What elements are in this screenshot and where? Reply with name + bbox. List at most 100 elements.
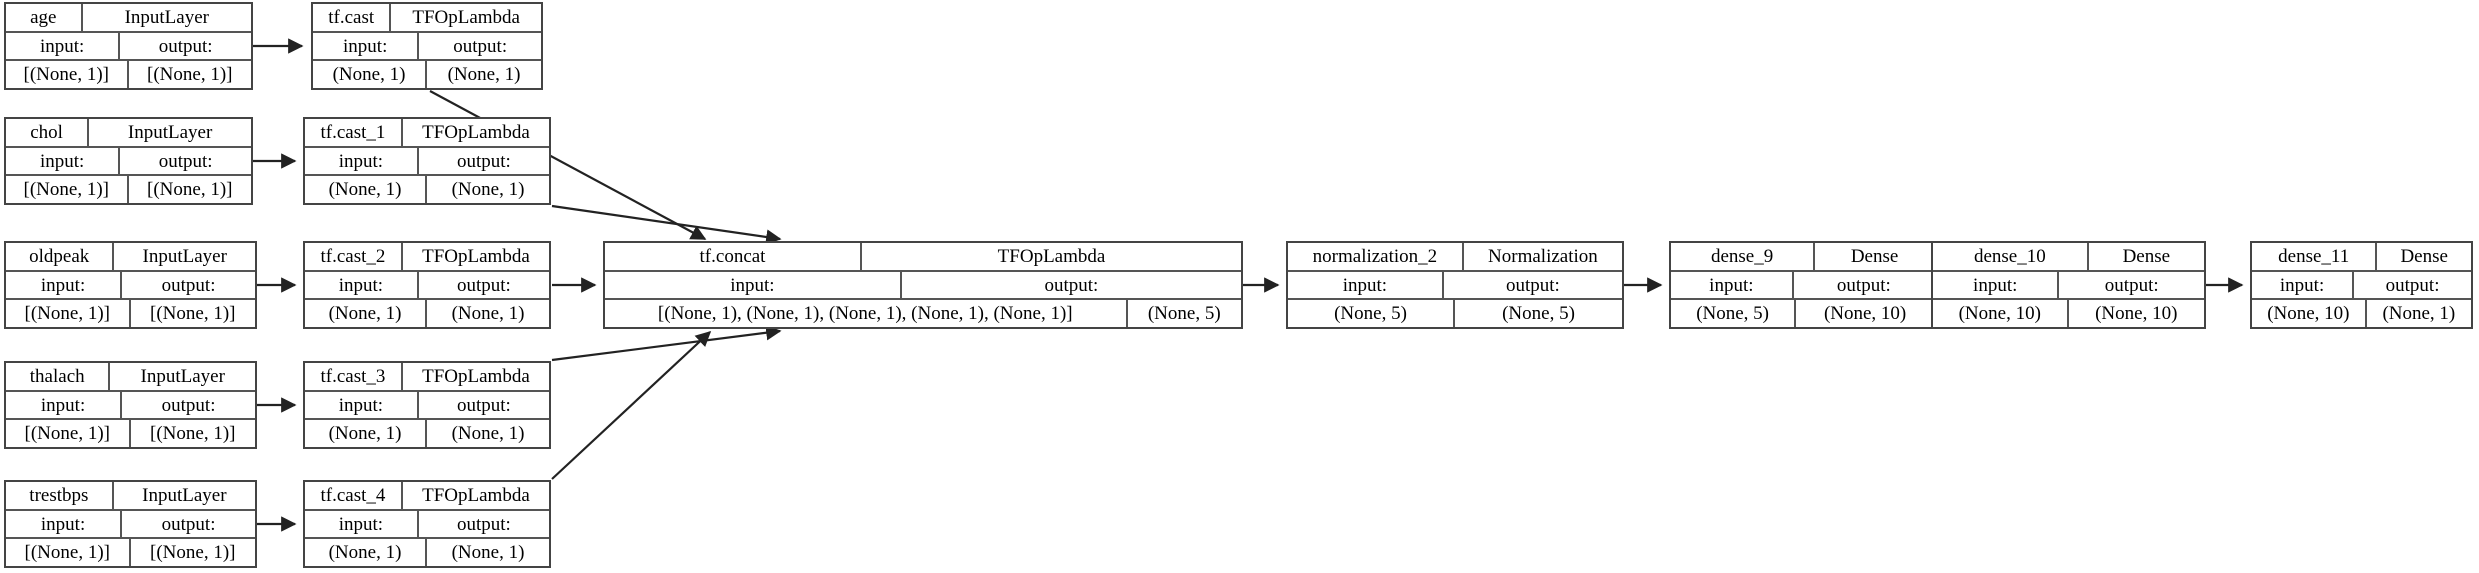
layer-name: tf.cast_1: [305, 119, 403, 146]
input-label: input:: [605, 271, 902, 299]
layer-node-dense_10: dense_10 Dense input: output: (None, 10) (Non…: [1931, 241, 2206, 329]
input-shape: [(None, 1)]: [6, 61, 129, 89]
layer-class: TFOpLambda: [997, 245, 1106, 267]
input-label: input:: [305, 147, 419, 175]
layer-class: Dense: [2122, 245, 2171, 267]
layer-class: TFOpLambda: [412, 6, 520, 28]
layer-class: Normalization: [1488, 245, 1598, 267]
layer-class: Dense: [1850, 245, 1899, 267]
layer-node-oldpeak: oldpeak InputLayer input: output: [(None, 1)…: [4, 241, 257, 329]
output-shape: (None, 1): [451, 542, 525, 564]
layer-name: tf.cast_2: [305, 243, 403, 270]
layer-name: normalization_2: [1288, 243, 1464, 270]
edge-tf_cast_3-to-tf_concat: [551, 325, 782, 362]
input-label: input:: [1933, 271, 2060, 299]
layer-name: tf.cast_4: [305, 482, 403, 509]
input-shape: [(None, 1)]: [6, 420, 131, 448]
layer-node-trestbps: trestbps InputLayer input: output: [(None, 1…: [4, 480, 257, 568]
output-shape: [(None, 1)]: [147, 64, 233, 86]
layer-class: InputLayer: [140, 365, 225, 387]
output-label: output:: [158, 150, 213, 172]
layer-name: chol: [6, 119, 90, 146]
input-label: input:: [6, 147, 121, 175]
input-shape: (None, 1): [313, 61, 427, 89]
input-shape: [(None, 1)]: [6, 539, 131, 567]
output-label: output:: [161, 394, 216, 416]
layer-node-dense_11: dense_11 Dense input: output: (None, 10) (Non…: [2250, 241, 2473, 329]
output-label: output:: [2104, 274, 2159, 296]
output-label: output:: [158, 35, 213, 57]
input-shape: (None, 1): [305, 420, 427, 448]
input-shape: (None, 1): [305, 539, 427, 567]
output-label: output:: [457, 274, 511, 296]
output-label: output:: [161, 513, 216, 535]
input-label: input:: [6, 391, 123, 419]
input-shape: (None, 10): [2252, 300, 2367, 328]
input-shape: [(None, 1), (None, 1), (None, 1), (None,…: [605, 300, 1128, 328]
output-label: output:: [457, 394, 511, 416]
output-shape: [(None, 1)]: [150, 542, 236, 564]
output-shape: [(None, 1)]: [150, 423, 236, 445]
output-shape: [(None, 1)]: [150, 303, 236, 325]
layer-class: InputLayer: [142, 484, 227, 506]
output-shape: (None, 5): [1502, 303, 1575, 325]
layer-name: tf.cast: [313, 4, 392, 31]
output-shape: (None, 1): [451, 179, 525, 201]
input-label: input:: [305, 510, 419, 538]
output-shape: (None, 1): [451, 303, 525, 325]
layer-name: oldpeak: [6, 243, 115, 270]
output-shape: [(None, 1)]: [147, 179, 233, 201]
output-label: output:: [1505, 274, 1560, 296]
layer-name: trestbps: [6, 482, 114, 509]
output-label: output:: [457, 513, 511, 535]
output-shape: (None, 1): [2382, 303, 2456, 325]
layer-class: InputLayer: [124, 6, 209, 28]
input-label: input:: [1671, 271, 1794, 299]
output-shape: (None, 10): [1823, 303, 1907, 325]
edge-tf_cast_1-to-tf_concat: [551, 204, 782, 245]
output-label: output:: [1836, 274, 1891, 296]
output-label: output:: [161, 274, 216, 296]
input-shape: [(None, 1)]: [6, 300, 131, 328]
layer-name: tf.concat: [605, 243, 863, 270]
output-label: output:: [1044, 274, 1099, 296]
layer-node-normalization_2: normalization_2 Normalization input: output…: [1286, 241, 1624, 329]
layer-class: InputLayer: [127, 121, 213, 143]
input-label: input:: [6, 32, 121, 60]
layer-name: age: [6, 4, 83, 31]
input-label: input:: [305, 271, 419, 299]
output-shape: (None, 10): [2095, 303, 2178, 325]
input-label: input:: [1288, 271, 1444, 299]
layer-name: dense_9: [1671, 243, 1816, 270]
layer-class: TFOpLambda: [422, 365, 530, 387]
output-label: output:: [2385, 274, 2440, 296]
layer-class: Dense: [2400, 245, 2448, 267]
input-label: input:: [6, 510, 123, 538]
input-shape: [(None, 1)]: [6, 176, 129, 204]
input-label: input:: [6, 271, 123, 299]
input-label: input:: [2252, 271, 2355, 299]
output-label: output:: [453, 35, 508, 57]
layer-class: TFOpLambda: [422, 245, 530, 267]
layer-name: dense_11: [2252, 243, 2378, 270]
edge-tf_cast_4-to-tf_concat: [551, 330, 712, 480]
output-shape: (None, 1): [451, 423, 525, 445]
input-shape: (None, 1): [305, 300, 427, 328]
output-label: output:: [457, 150, 511, 172]
input-shape: (None, 1): [305, 176, 427, 204]
input-label: input:: [305, 391, 419, 419]
layer-name: dense_10: [1933, 243, 2089, 270]
layer-class: TFOpLambda: [422, 121, 530, 143]
layer-name: thalach: [6, 363, 111, 390]
layer-class: InputLayer: [142, 245, 227, 267]
input-shape: (None, 10): [1933, 300, 2069, 328]
input-shape: (None, 5): [1288, 300, 1455, 328]
layer-name: tf.cast_3: [305, 363, 403, 390]
input-shape: (None, 5): [1671, 300, 1797, 328]
